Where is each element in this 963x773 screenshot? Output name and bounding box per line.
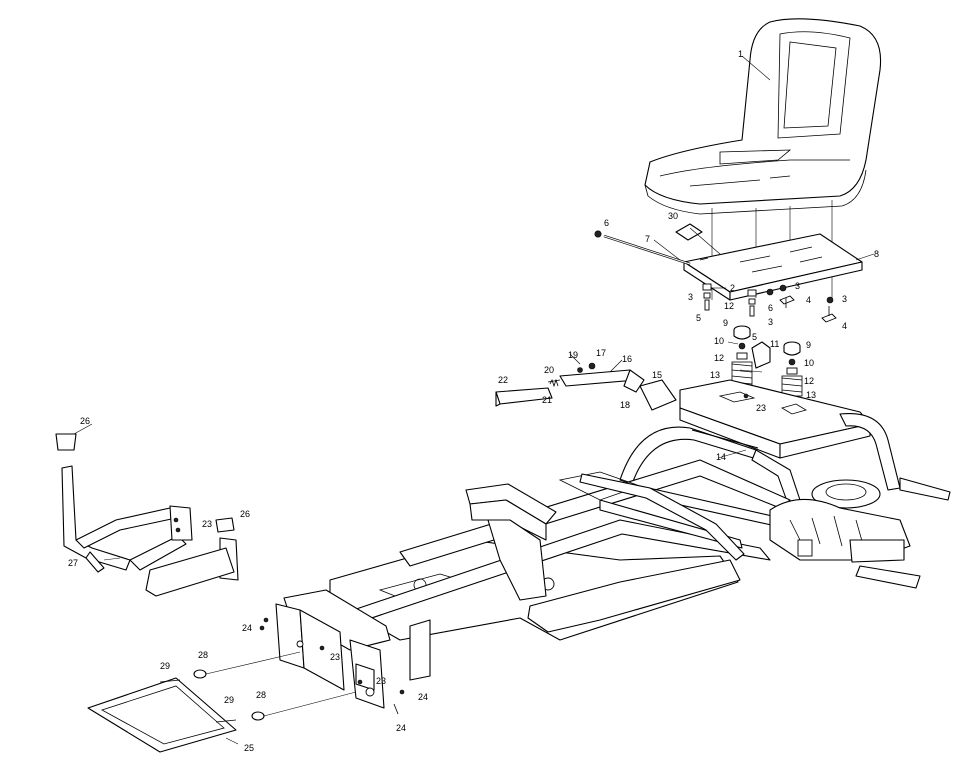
callout-7: 7 (645, 234, 650, 244)
callout-12: 12 (804, 376, 814, 386)
transaxle (769, 477, 951, 589)
callout-1: 1 (738, 49, 743, 59)
callout-23: 23 (376, 676, 386, 686)
callout-11: 11 (770, 339, 779, 349)
foot-plate (87, 677, 237, 753)
leader-lines (73, 55, 875, 745)
callout-12: 12 (724, 301, 734, 311)
nut (594, 230, 602, 238)
rear-tube-frame (619, 412, 901, 505)
callout-28: 28 (256, 690, 266, 700)
spring-assembly-left (731, 325, 753, 387)
callout-17: 17 (596, 348, 606, 358)
callout-30: 30 (668, 211, 678, 221)
callout-23: 23 (756, 403, 766, 413)
callout-24: 24 (418, 692, 428, 702)
callout-13: 13 (806, 390, 816, 400)
callout-5: 5 (696, 313, 701, 323)
callout-15: 15 (652, 370, 662, 380)
callout-6: 6 (604, 218, 609, 228)
callout-3: 3 (768, 317, 773, 327)
main-chassis (299, 459, 795, 681)
callout-29: 29 (224, 695, 234, 705)
callout-22: 22 (498, 375, 508, 385)
seat-hardware (702, 283, 837, 323)
bracket (751, 341, 771, 369)
callout-3: 3 (688, 292, 693, 302)
callout-25: 25 (244, 743, 254, 753)
spacers-and-bolts (159, 393, 749, 723)
callout-6: 6 (768, 303, 773, 313)
front-bracket-right (349, 639, 385, 709)
callout-8: 8 (874, 249, 879, 259)
seat-plate (683, 233, 863, 301)
callout-4: 4 (806, 295, 811, 305)
callout-18: 18 (620, 400, 630, 410)
callout-10: 10 (714, 336, 724, 346)
spring-assembly-right (781, 341, 803, 397)
callout-3: 3 (795, 281, 800, 291)
seat (644, 18, 882, 215)
callout-5: 5 (752, 332, 757, 342)
callout-9: 9 (723, 318, 728, 328)
callout-24: 24 (396, 723, 406, 733)
callout-10: 10 (804, 358, 814, 368)
front-guard (61, 465, 239, 597)
decal (675, 223, 703, 241)
callout-14: 14 (716, 452, 726, 462)
lever-assembly (495, 362, 677, 411)
callout-28: 28 (198, 650, 208, 660)
callout-21: 21 (542, 395, 552, 405)
callout-3: 3 (842, 294, 847, 304)
callout-24: 24 (242, 623, 252, 633)
callout-26: 26 (240, 509, 250, 519)
callout-12: 12 (714, 353, 724, 363)
callout-20: 20 (544, 365, 554, 375)
callout-9: 9 (806, 340, 811, 350)
callout-4: 4 (842, 321, 847, 331)
callout-29: 29 (160, 661, 170, 671)
callout-27: 27 (68, 558, 78, 568)
callout-19: 19 (568, 350, 578, 360)
tube-cap (55, 433, 77, 451)
callout-23: 23 (202, 519, 212, 529)
callout-13: 13 (710, 370, 720, 380)
callout-2: 2 (730, 283, 735, 293)
seat-pan (679, 379, 871, 459)
callout-23: 23 (330, 652, 340, 662)
callout-16: 16 (622, 354, 632, 364)
callout-labels: 1 2 3 3 3 3 4 4 5 5 6 6 7 8 9 9 10 10 11… (68, 49, 879, 753)
callout-26: 26 (80, 416, 90, 426)
